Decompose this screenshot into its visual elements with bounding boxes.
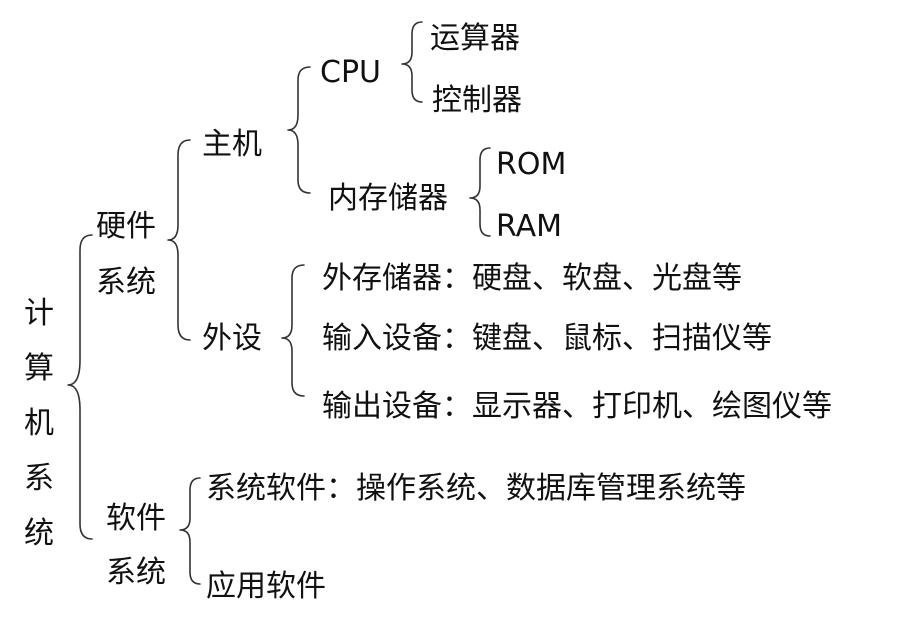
software-label-line1: 软件 <box>106 501 166 536</box>
peripheral-external-storage: 外存储器：硬盘、软盘、光盘等 <box>322 261 742 296</box>
cpu-label: CPU <box>320 55 381 90</box>
root-char: 系 <box>24 461 54 496</box>
hardware-brace <box>167 139 191 341</box>
memory-item-rom: ROM <box>496 147 567 182</box>
root-char: 统 <box>24 516 54 551</box>
memory-item-ram: RAM <box>496 209 563 244</box>
root-label: 计 算 机 系 统 <box>22 286 56 561</box>
root-char: 计 <box>24 296 54 331</box>
software-brace <box>179 477 201 585</box>
host-brace <box>287 66 311 194</box>
cpu-item-alu: 运算器 <box>430 21 520 56</box>
memory-label: 内存储器 <box>328 181 448 216</box>
peripherals-label: 外设 <box>202 321 262 356</box>
peripherals-brace <box>281 264 305 397</box>
software-item-system: 系统软件：操作系统、数据库管理系统等 <box>206 471 746 506</box>
peripheral-output-devices: 输出设备：显示器、打印机、绘图仪等 <box>322 389 832 424</box>
memory-brace <box>469 147 491 237</box>
root-char: 机 <box>24 406 54 441</box>
root-brace <box>67 234 93 540</box>
software-item-application: 应用软件 <box>206 569 326 604</box>
hardware-label-line1: 硬件 <box>96 209 156 244</box>
peripheral-input-devices: 输入设备：键盘、鼠标、扫描仪等 <box>322 321 772 356</box>
cpu-brace <box>401 21 423 103</box>
host-label: 主机 <box>202 127 262 162</box>
root-char: 算 <box>24 351 54 386</box>
software-label-line2: 系统 <box>106 555 166 590</box>
cpu-item-control-unit: 控制器 <box>432 83 522 118</box>
hardware-label-line2: 系统 <box>96 265 156 300</box>
